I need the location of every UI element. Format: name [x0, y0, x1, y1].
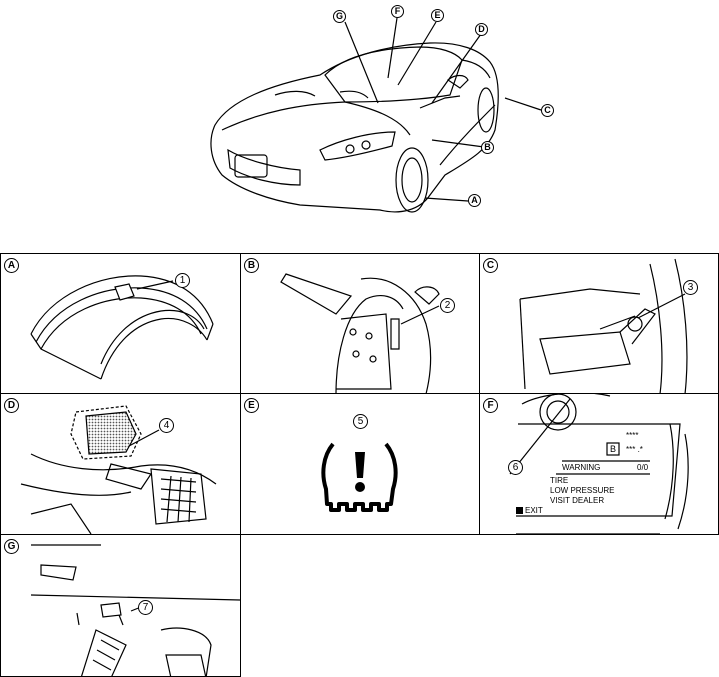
callout-3: 3 — [683, 280, 698, 295]
callout-B: B — [481, 141, 494, 154]
control-unit-illustration — [20, 405, 217, 534]
callout-7: 7 — [138, 600, 153, 615]
display-line-low-pressure: LOW PRESSURE — [550, 486, 615, 495]
callout-1: 1 — [175, 273, 190, 288]
exit-icon — [516, 507, 523, 514]
callout-F: F — [391, 5, 404, 18]
callout-6: 6 — [508, 460, 523, 475]
panel-label-F: F — [483, 398, 498, 413]
display-box-label: B — [610, 444, 617, 454]
panel-A: A 1 — [0, 253, 241, 394]
callout-G: G — [333, 10, 346, 23]
panel-label-B: B — [244, 258, 259, 273]
exclamation-icon — [355, 452, 365, 478]
panel-F: F 6 **** B *** .* WARNING 0/0 TIRE LOW P… — [479, 393, 719, 535]
panel-G: G 7 — [0, 534, 241, 677]
display-stars-2: *** .* — [626, 445, 643, 454]
display-stars-1: **** — [626, 431, 639, 440]
callout-E: E — [431, 9, 444, 22]
trunk-sensor-illustration — [519, 258, 688, 393]
meter-display-illustration — [509, 394, 689, 534]
panel-label-A: A — [4, 258, 19, 273]
car-illustration — [210, 17, 542, 213]
wheel-rim-illustration — [30, 275, 214, 380]
callout-A: A — [468, 194, 481, 207]
display-count: 0/0 — [637, 463, 649, 472]
display-exit: EXIT — [525, 506, 543, 515]
display-line-visit-dealer: VISIT DEALER — [550, 496, 605, 505]
panel-label-D: D — [4, 398, 19, 413]
car-overview: G F E D C B A — [0, 0, 719, 252]
panel-label-G: G — [4, 539, 19, 554]
tpms-warning-lamp — [321, 442, 398, 512]
callout-4: 4 — [159, 418, 174, 433]
callout-D: D — [475, 23, 488, 36]
panel-B: B 2 — [240, 253, 480, 394]
panel-label-C: C — [483, 258, 498, 273]
pedal-area-illustration — [30, 544, 240, 676]
display-warning: WARNING — [562, 463, 601, 472]
callout-2: 2 — [440, 298, 455, 313]
panel-C: C 3 — [479, 253, 719, 394]
front-wheel-well-illustration — [280, 273, 440, 393]
callout-5: 5 — [353, 414, 368, 429]
callout-C: C — [541, 104, 554, 117]
panel-E: E 5 — [240, 393, 480, 535]
panel-D: D 4 — [0, 393, 241, 535]
display-line-tire: TIRE — [550, 476, 569, 485]
panel-label-E: E — [244, 398, 259, 413]
